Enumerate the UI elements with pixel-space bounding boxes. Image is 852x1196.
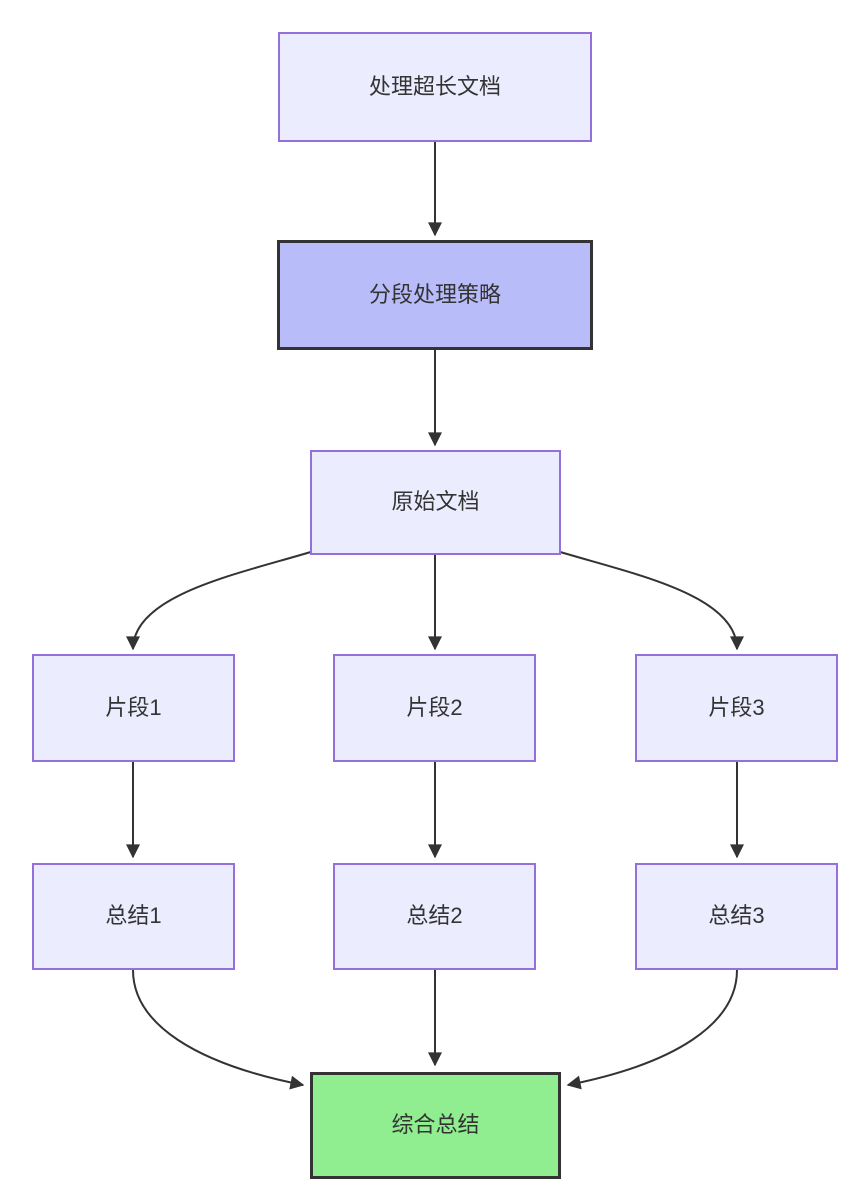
node-final-summary: 综合总结	[310, 1072, 561, 1179]
node-fragment-1: 片段1	[32, 654, 235, 762]
node-segmentation-strategy: 分段处理策略	[277, 240, 593, 350]
edge-document-to-fragment3	[556, 550, 744, 651]
edge-summary1-to-final	[132, 969, 305, 1090]
edge-summary3-to-final	[566, 969, 738, 1090]
node-original-document: 原始文档	[310, 450, 561, 555]
node-summary-1: 总结1	[32, 863, 235, 970]
node-summary-2: 总结2	[333, 863, 536, 970]
node-process-long-document: 处理超长文档	[278, 32, 592, 142]
node-summary-3: 总结3	[635, 863, 838, 970]
edge-document-to-fragment1	[126, 550, 315, 651]
node-fragment-2: 片段2	[333, 654, 536, 762]
node-fragment-3: 片段3	[635, 654, 838, 762]
